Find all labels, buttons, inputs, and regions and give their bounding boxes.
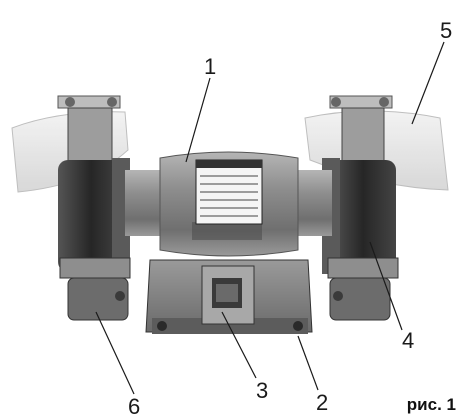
callout-5: 5 (440, 18, 453, 43)
left-shield-bracket (57, 95, 121, 171)
right-tool-rest (327, 257, 399, 321)
leader-line-1 (185, 77, 211, 163)
leader-lines (95, 41, 445, 395)
callout-2: 2 (316, 390, 329, 415)
left-grinding-wheel (58, 158, 130, 274)
rating-plate (195, 159, 263, 225)
leader-line-2 (297, 335, 319, 391)
callout-6: 6 (128, 394, 141, 419)
leader-line-3 (221, 311, 257, 379)
right-grinding-wheel (322, 158, 396, 274)
power-switch (201, 265, 255, 325)
left-tool-rest (59, 257, 131, 321)
figure-caption: рис. 1 (406, 395, 456, 414)
callout-3: 3 (256, 378, 269, 403)
leader-line-5 (411, 41, 445, 125)
callout-4: 4 (402, 328, 415, 353)
callout-1: 1 (204, 54, 217, 79)
leader-line-4 (369, 241, 403, 331)
leader-line-6 (95, 311, 135, 395)
